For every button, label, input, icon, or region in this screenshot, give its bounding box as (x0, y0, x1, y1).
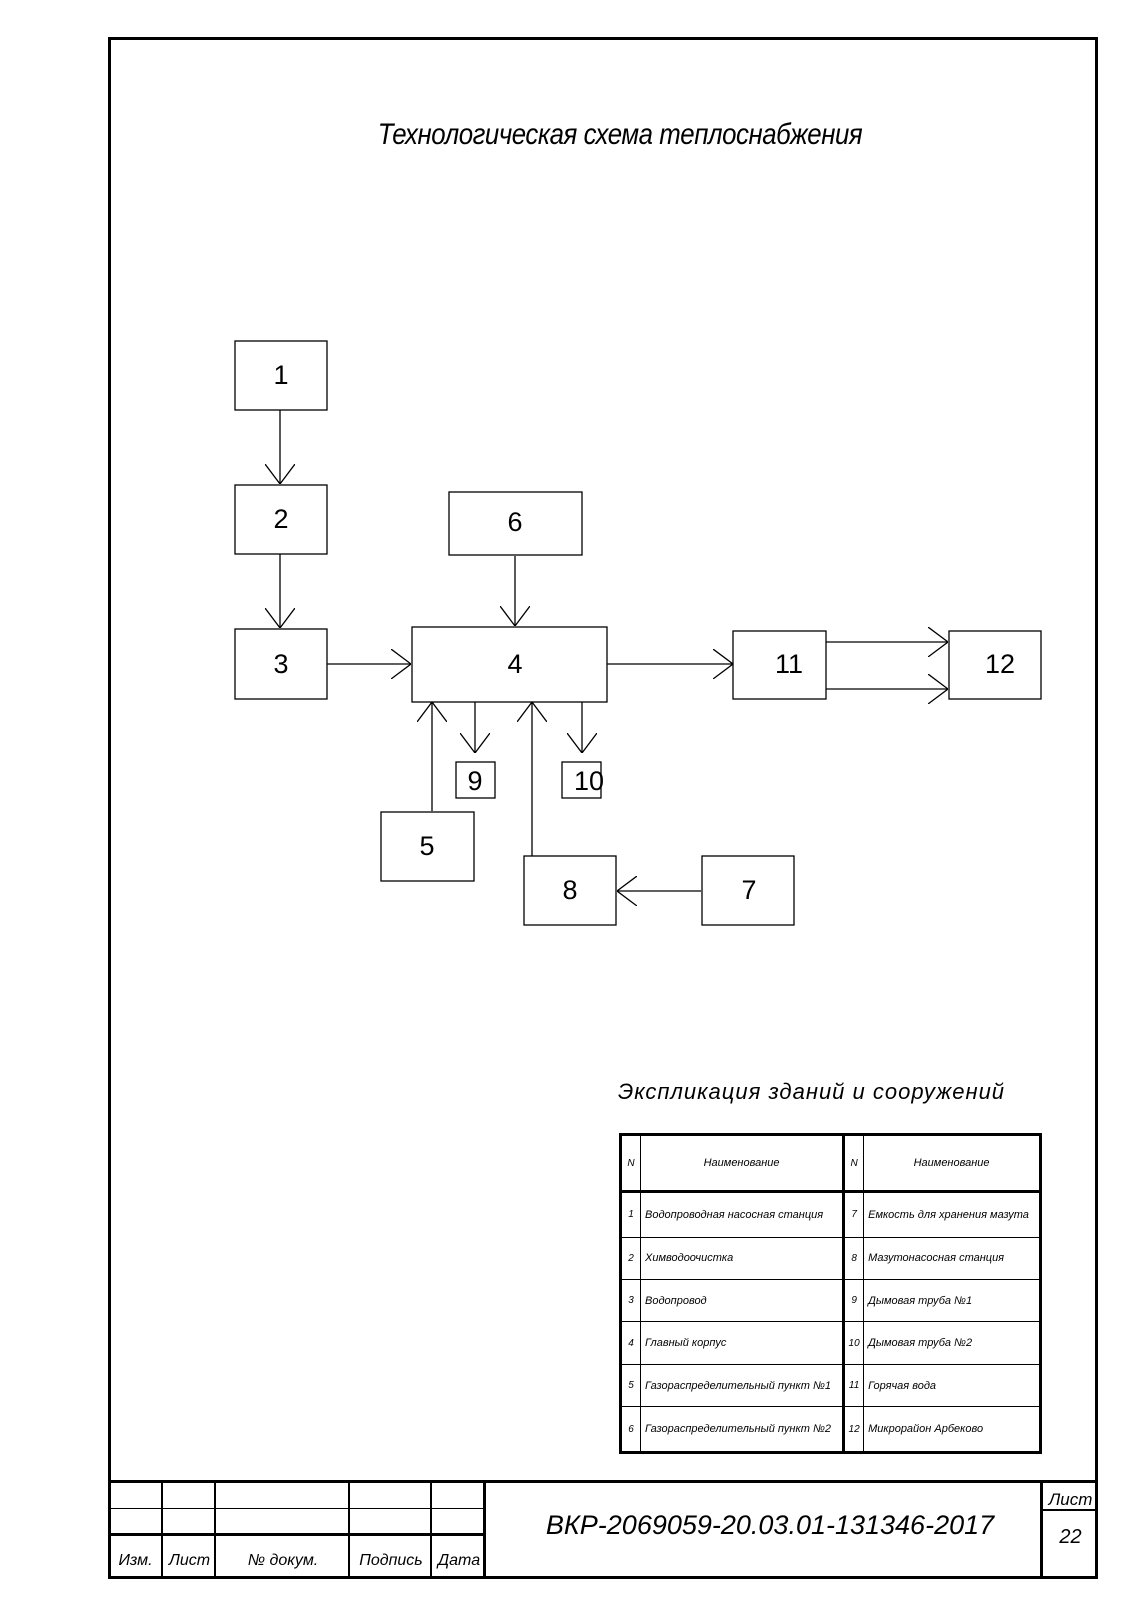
row-name: Горячая вода (863, 1363, 1041, 1408)
row-number: 7 (843, 1191, 865, 1238)
node-4: 4 (411, 626, 608, 703)
diagram-title: Технологическая схема теплоснабжения (377, 118, 863, 151)
row-name: Газораспределительный пункт №2 (639, 1406, 846, 1453)
row-name: Мазутонасосная станция (863, 1236, 1041, 1281)
node-12: 12 (948, 630, 1042, 700)
row-number: 12 (843, 1406, 865, 1453)
row-number: 1 (620, 1191, 641, 1238)
row-name: Водопровод (639, 1279, 846, 1323)
sheet-number: 22 (1059, 1526, 1082, 1548)
stamp-label-list: Лист (168, 1552, 211, 1569)
explication-title: Экспликация зданий и сооружений (618, 1079, 1006, 1104)
table-row: 4 Главный корпус 10 Дымовая труба №2 (620, 1321, 1041, 1365)
node-3: 3 (234, 628, 328, 700)
table-header-row: N Наименование N Наименование (620, 1134, 1041, 1193)
svg-text:1: 1 (273, 360, 288, 390)
svg-text:3: 3 (273, 649, 288, 679)
row-number: 6 (620, 1406, 641, 1453)
header-name: Наименование (863, 1134, 1041, 1193)
row-name: Дымовая труба №2 (863, 1321, 1041, 1365)
sheet-label: Лист (1048, 1490, 1093, 1509)
node-9: 9 (455, 761, 496, 799)
svg-text:7: 7 (741, 875, 756, 905)
drawing-frame (108, 37, 1098, 1579)
stamp-label-izm: Изм. (118, 1552, 153, 1569)
svg-text:9: 9 (467, 766, 482, 796)
table-row: 5 Газораспределительный пункт №1 11 Горя… (620, 1363, 1041, 1408)
node-8: 8 (523, 855, 617, 926)
node-11: 11 (732, 630, 827, 700)
svg-text:6: 6 (507, 507, 522, 537)
row-number: 11 (843, 1363, 865, 1408)
row-number: 2 (620, 1236, 641, 1281)
node-5: 5 (380, 811, 475, 882)
stamp-label-sign: Подпись (359, 1552, 423, 1569)
row-number: 5 (620, 1363, 641, 1408)
svg-text:11: 11 (775, 649, 803, 679)
header-name: Наименование (639, 1134, 846, 1193)
row-name: Емкость для хранения мазута (863, 1191, 1041, 1238)
row-number: 8 (843, 1236, 865, 1281)
svg-text:8: 8 (562, 875, 577, 905)
row-name: Дымовая труба №1 (863, 1279, 1041, 1323)
table-row: 6 Газораспределительный пункт №2 12 Микр… (620, 1406, 1041, 1453)
header-n: N (620, 1134, 641, 1193)
header-n: N (843, 1134, 865, 1193)
row-number: 9 (843, 1279, 865, 1323)
svg-text:5: 5 (419, 831, 434, 861)
node-2: 2 (234, 484, 328, 555)
row-name: Главный корпус (639, 1321, 846, 1365)
node-1: 1 (234, 340, 328, 411)
row-name: Микрорайон Арбеково (863, 1406, 1041, 1453)
svg-text:4: 4 (507, 649, 522, 679)
row-number: 10 (843, 1321, 865, 1365)
node-10: 10 (561, 761, 604, 799)
svg-text:12: 12 (985, 649, 1015, 679)
table-row: 3 Водопровод 9 Дымовая труба №1 (620, 1279, 1041, 1323)
node-6: 6 (448, 491, 583, 556)
row-name: Газораспределительный пункт №1 (639, 1363, 846, 1408)
row-number: 4 (620, 1321, 641, 1365)
heat-supply-diagram: 1 2 3 4 5 6 7 8 (234, 340, 1042, 926)
node-7: 7 (701, 855, 795, 926)
table-row: 1 Водопроводная насосная станция 7 Емкос… (620, 1191, 1041, 1238)
svg-text:10: 10 (574, 766, 604, 796)
table-row: 2 Химводоочистка 8 Мазутонасосная станци… (620, 1236, 1041, 1281)
document-code: ВКР-2069059-20.03.01-131346-2017 (545, 1510, 995, 1540)
row-name: Химводоочистка (639, 1236, 846, 1281)
row-name: Водопроводная насосная станция (639, 1191, 846, 1238)
title-block: Изм. Лист № докум. Подпись Дата (108, 1480, 1098, 1579)
svg-text:2: 2 (273, 504, 288, 534)
explication-table: N Наименование N Наименование 1 Водопров… (619, 1133, 1042, 1454)
stamp-label-doc: № докум. (247, 1552, 319, 1569)
row-number: 3 (620, 1279, 641, 1323)
stamp-label-date: Дата (437, 1552, 481, 1569)
